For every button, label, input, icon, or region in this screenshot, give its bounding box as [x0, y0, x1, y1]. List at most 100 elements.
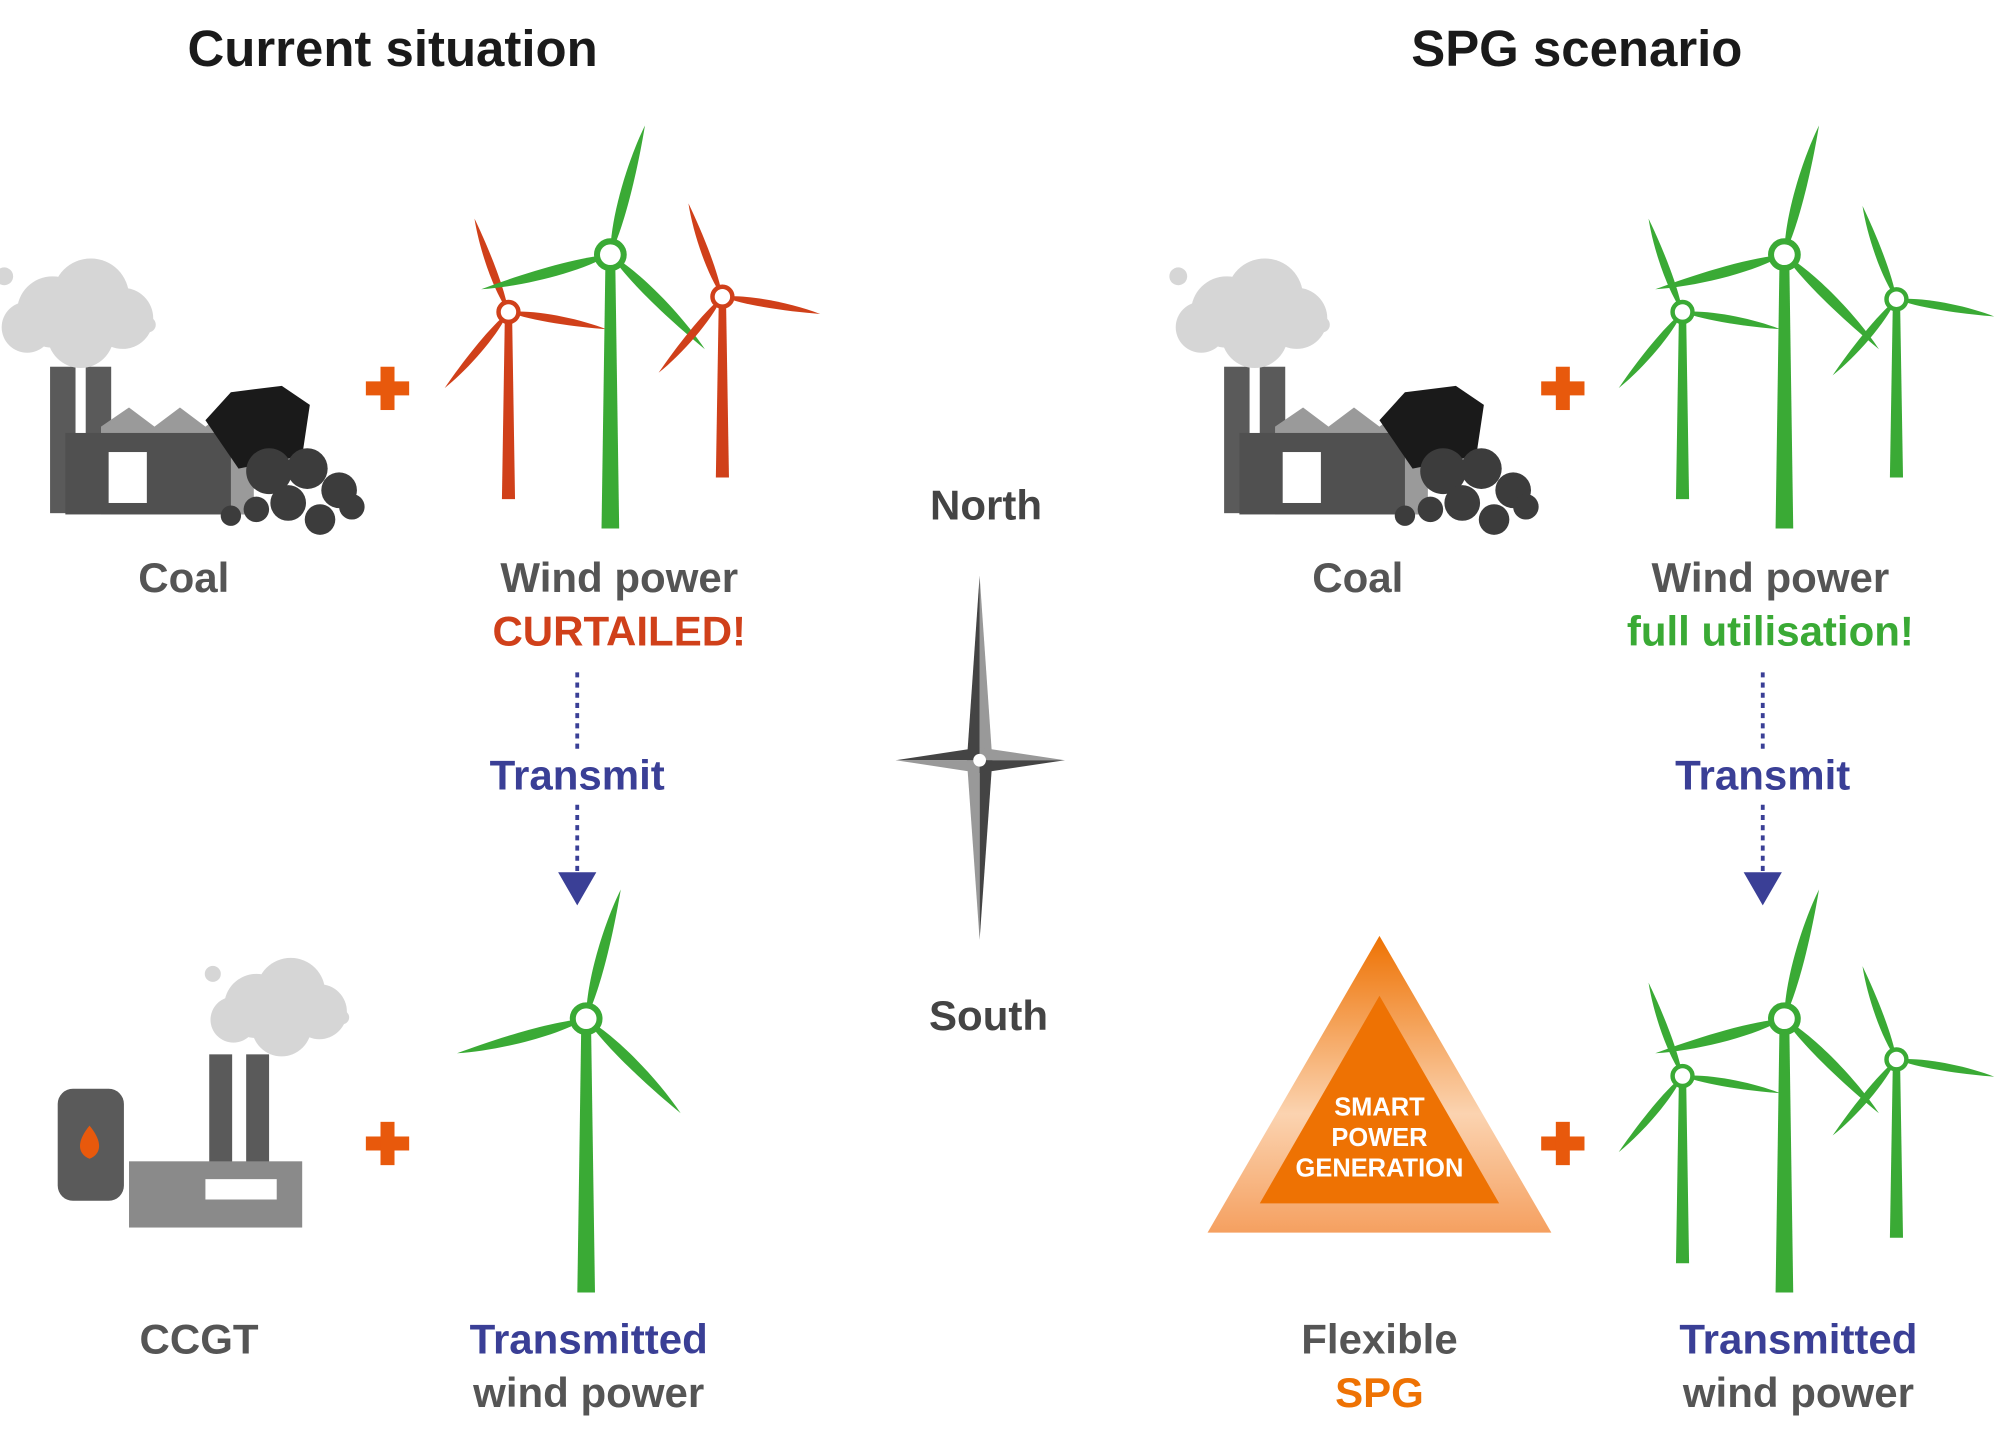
- transmit-label-left: Transmit: [490, 751, 665, 798]
- smoke-puff: [210, 996, 257, 1043]
- compass-north-point: [966, 575, 980, 761]
- coal-lump: [270, 485, 307, 521]
- turbine-blade: [1896, 298, 1995, 317]
- wind-turbine-icon: [1832, 205, 1995, 478]
- turbine-blade: [1682, 1075, 1781, 1094]
- smart-power-generation-triangle: SMART POWER GENERATION: [1207, 935, 1552, 1233]
- transmit-label-right: Transmit: [1675, 751, 1850, 798]
- wind-turbine-icon: [1618, 982, 1781, 1264]
- turbine-hub: [1884, 287, 1909, 312]
- title-spg-scenario: SPG scenario: [1411, 20, 1742, 77]
- coal-lump: [246, 448, 293, 495]
- turbine-hub: [1670, 299, 1695, 325]
- compass-east-point: [979, 747, 1065, 761]
- coal-label-left: Coal: [138, 554, 229, 601]
- turbine-blade: [1618, 1076, 1683, 1153]
- turbine-hub: [710, 284, 735, 309]
- smoke-puff: [1169, 267, 1188, 286]
- ccgt-label: CCGT: [140, 1316, 259, 1363]
- turbine-blade: [1832, 299, 1897, 376]
- turbine-blade: [658, 296, 723, 373]
- turbine-blade: [610, 254, 705, 350]
- north-label: North: [930, 482, 1042, 529]
- turbine-blade: [1784, 1018, 1879, 1114]
- turbine-hub: [1768, 238, 1801, 272]
- wind-turbine-icon: [1655, 125, 1879, 529]
- compass-center: [973, 753, 986, 767]
- smoke-cloud-icon: [0, 258, 156, 369]
- turbine-blade: [474, 218, 509, 312]
- turbine-blade: [1784, 125, 1820, 255]
- arrow-down-icon: [1743, 872, 1782, 906]
- turbine-tower: [715, 296, 729, 478]
- coal-heap: [1379, 385, 1484, 469]
- plus-v: [1555, 1121, 1570, 1166]
- factory-body: [1239, 432, 1405, 515]
- turbine-blade: [1784, 889, 1820, 1019]
- flexible-label: Flexible: [1301, 1316, 1457, 1363]
- arrow-down-icon: [558, 872, 597, 906]
- turbine-tower: [1675, 311, 1690, 500]
- turbine-blade: [1896, 1059, 1995, 1077]
- flame-icon: [79, 1125, 100, 1159]
- turbine-blade: [1832, 1059, 1897, 1136]
- coal-lump: [339, 494, 365, 520]
- illustrations: [0, 125, 1995, 1293]
- turbine-blade: [1862, 205, 1897, 300]
- plus-icon: [365, 1121, 410, 1166]
- turbine-tower: [601, 254, 620, 529]
- smoke-puff: [1, 301, 53, 353]
- plus-icon: [1541, 1121, 1585, 1166]
- smoke-cloud-icon: [1169, 258, 1330, 369]
- wind-power-label-right: Wind power: [1652, 554, 1890, 601]
- wind-power-label-left: Wind power: [500, 554, 738, 601]
- smoke-puff: [140, 317, 156, 333]
- turbine-blade: [457, 1018, 587, 1054]
- coal-lump: [220, 505, 242, 526]
- coal-lump: [286, 448, 328, 489]
- wind-turbine-icon: [481, 125, 705, 529]
- wind-turbine-icon: [1832, 966, 1995, 1238]
- smoke-puff: [0, 267, 14, 286]
- turbine-hub: [1768, 1002, 1801, 1036]
- turbine-tower: [1775, 1018, 1794, 1293]
- smoke-puff: [1221, 301, 1288, 369]
- factory-body: [65, 432, 231, 515]
- compass-west-point: [895, 747, 980, 761]
- coal-power-plant-icon: [1224, 366, 1539, 535]
- plus-icon: [1541, 366, 1585, 411]
- triangle-text-1: SMART: [1334, 1093, 1425, 1121]
- plus-v: [380, 1121, 395, 1166]
- factory-window: [1282, 452, 1321, 503]
- transmitted-label-left: Transmitted: [470, 1316, 708, 1363]
- turbine-tower: [1889, 299, 1904, 478]
- turbine-blade: [508, 311, 607, 330]
- turbine-tower: [1775, 254, 1794, 529]
- turbine-blade: [722, 296, 821, 314]
- coal-lump: [304, 504, 336, 535]
- south-label: South: [929, 992, 1048, 1039]
- compass-south-point: [966, 760, 980, 940]
- triangle-text-2: POWER: [1331, 1124, 1427, 1152]
- turbine-blade: [1655, 254, 1785, 290]
- smoke-puff: [1175, 301, 1227, 353]
- plant-windows: [205, 1179, 277, 1200]
- triangle-core: [1259, 995, 1500, 1204]
- turbine-hub: [496, 299, 521, 325]
- plus-v: [1555, 366, 1570, 411]
- full-utilisation-label: full utilisation!: [1627, 608, 1914, 655]
- turbine-tower: [501, 311, 516, 500]
- smoke-cloud-icon: [204, 957, 350, 1057]
- turbine-blade: [1618, 311, 1683, 389]
- transmitted-label-right: Transmitted: [1679, 1316, 1917, 1363]
- turbine-blade: [1784, 254, 1879, 350]
- spg-label: SPG: [1335, 1369, 1424, 1416]
- turbine-hub: [569, 1002, 603, 1036]
- coal-lump: [1478, 504, 1510, 535]
- smoke-puff: [204, 965, 221, 982]
- coal-heap: [205, 385, 310, 469]
- smoke-puff: [47, 301, 114, 369]
- factory-window: [108, 452, 147, 503]
